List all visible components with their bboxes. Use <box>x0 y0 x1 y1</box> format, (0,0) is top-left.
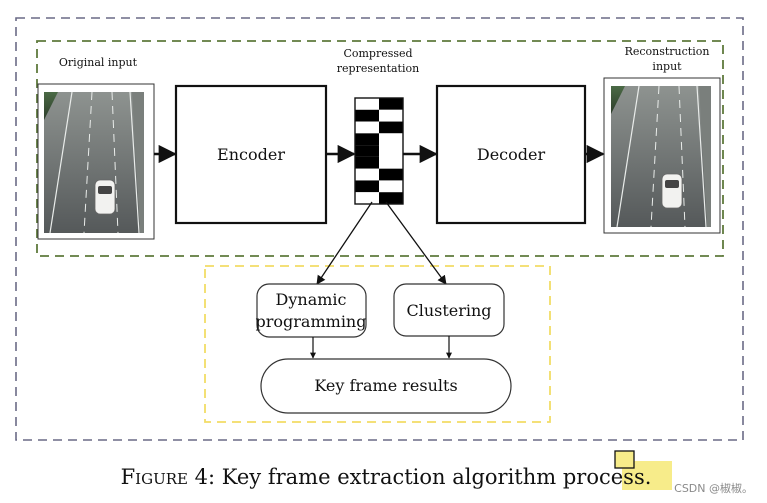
compressed-label-line1: Compressed <box>343 47 412 60</box>
code-cell <box>355 192 379 204</box>
watermark: CSDN @椒椒。 <box>674 481 753 495</box>
code-cell <box>379 133 403 146</box>
code-cell <box>355 168 379 181</box>
code-cell <box>355 145 379 157</box>
caption-prefix: Figure 4: <box>121 465 215 489</box>
code-cell <box>379 98 403 110</box>
clustering-label: Clustering <box>406 301 491 320</box>
code-cell <box>355 156 379 169</box>
comment-marker-icon <box>614 450 635 469</box>
reconstruction-label-line2: input <box>652 60 682 73</box>
code-cell <box>379 156 403 169</box>
original-input-label: Original input <box>59 56 138 69</box>
code-cell <box>355 98 379 110</box>
key-frame-results-box <box>260 358 512 414</box>
caption-text: Key frame extraction algorithm process. <box>215 465 651 489</box>
dynamic-programming-label-line2: programming <box>256 312 367 331</box>
dynamic-programming-box <box>256 283 367 338</box>
dynamic-programming-label-line1: Dynamic <box>276 290 347 309</box>
code-cell <box>355 133 379 146</box>
encoder-label: Encoder <box>217 145 285 164</box>
arrow-code-to-dynamic <box>316 201 373 285</box>
code-cell <box>379 192 403 204</box>
compressed-label-line2: representation <box>337 62 419 75</box>
key-frame-results-label: Key frame results <box>314 376 457 395</box>
arrow-code-to-clustering <box>385 201 447 285</box>
code-cell <box>355 109 379 122</box>
code-cell <box>379 180 403 193</box>
selection-dashed-frame <box>204 265 551 423</box>
code-cell <box>355 180 379 193</box>
compressed-representation <box>354 97 404 205</box>
figure-caption: Figure 4: Key frame extraction algorithm… <box>121 465 652 489</box>
code-cell <box>379 121 403 134</box>
reconstruction-image <box>603 77 721 234</box>
decoder-box <box>435 84 587 225</box>
code-cell <box>379 109 403 122</box>
code-cell <box>379 168 403 181</box>
code-cell <box>379 145 403 157</box>
decoder-label: Decoder <box>477 145 546 164</box>
reconstruction-label-line1: Reconstruction <box>625 45 710 58</box>
outer-dashed-frame <box>15 17 744 441</box>
code-cell <box>355 121 379 134</box>
encoder-box <box>174 84 328 225</box>
original-input-image <box>37 83 155 240</box>
